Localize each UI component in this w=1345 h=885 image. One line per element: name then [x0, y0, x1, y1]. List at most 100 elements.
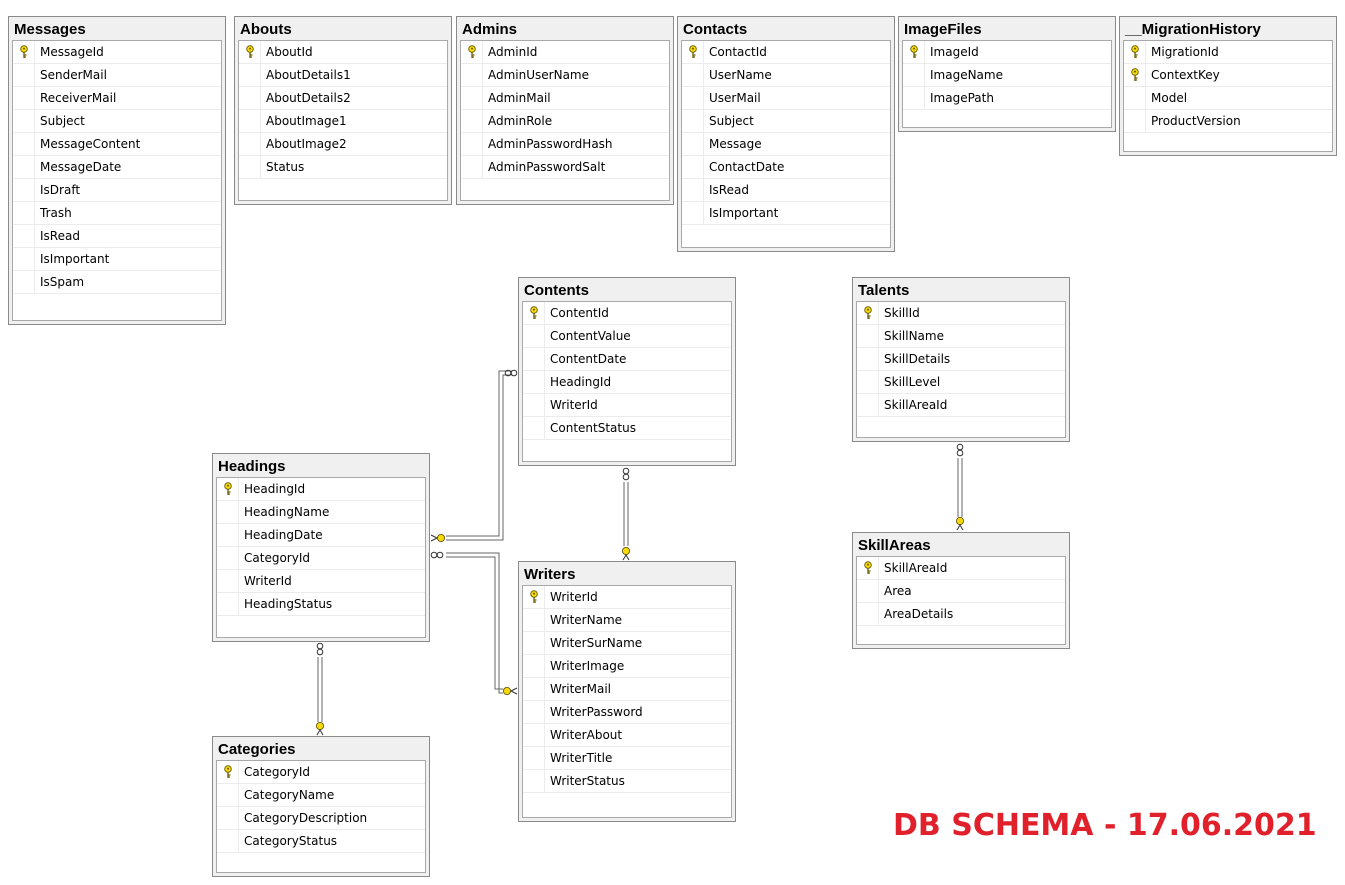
column-name: IsImportant: [709, 206, 779, 220]
column-row[interactable]: CategoryName: [217, 784, 425, 807]
column-row[interactable]: SkillAreaId: [857, 557, 1065, 580]
column-row[interactable]: WriterImage: [523, 655, 731, 678]
column-row[interactable]: CategoryStatus: [217, 830, 425, 853]
column-row[interactable]: CategoryDescription: [217, 807, 425, 830]
column-row[interactable]: Model: [1124, 87, 1332, 110]
column-row[interactable]: ContactId: [682, 41, 890, 64]
column-row[interactable]: MessageContent: [13, 133, 221, 156]
column-row[interactable]: IsRead: [13, 225, 221, 248]
column-row[interactable]: HeadingId: [523, 371, 731, 394]
column-row[interactable]: Subject: [682, 110, 890, 133]
column-row[interactable]: Status: [239, 156, 447, 179]
column-row[interactable]: ContentValue: [523, 325, 731, 348]
column-row[interactable]: IsDraft: [13, 179, 221, 202]
column-row[interactable]: ImageId: [903, 41, 1111, 64]
column-name: SenderMail: [40, 68, 107, 82]
column-row[interactable]: AboutDetails1: [239, 64, 447, 87]
column-row[interactable]: ImagePath: [903, 87, 1111, 110]
column-row[interactable]: MessageId: [13, 41, 221, 64]
column-row[interactable]: Message: [682, 133, 890, 156]
column-row[interactable]: Subject: [13, 110, 221, 133]
column-row[interactable]: AdminMail: [461, 87, 669, 110]
row-gutter: [682, 179, 704, 201]
column-row[interactable]: MessageDate: [13, 156, 221, 179]
column-name: ContextKey: [1151, 68, 1220, 82]
column-row[interactable]: ContentDate: [523, 348, 731, 371]
column-row[interactable]: AreaDetails: [857, 603, 1065, 626]
column-row[interactable]: WriterTitle: [523, 747, 731, 770]
column-row[interactable]: SkillDetails: [857, 348, 1065, 371]
column-row[interactable]: HeadingId: [217, 478, 425, 501]
row-gutter: [217, 593, 239, 615]
column-row[interactable]: SenderMail: [13, 64, 221, 87]
column-row[interactable]: HeadingStatus: [217, 593, 425, 616]
column-row[interactable]: AdminPasswordHash: [461, 133, 669, 156]
column-row[interactable]: WriterStatus: [523, 770, 731, 793]
column-row[interactable]: WriterId: [523, 394, 731, 417]
column-row[interactable]: ContextKey: [1124, 64, 1332, 87]
column-row[interactable]: SkillLevel: [857, 371, 1065, 394]
column-row[interactable]: WriterId: [217, 570, 425, 593]
column-row[interactable]: ImageName: [903, 64, 1111, 87]
column-row[interactable]: UserMail: [682, 87, 890, 110]
column-row[interactable]: IsRead: [682, 179, 890, 202]
column-row[interactable]: ContactDate: [682, 156, 890, 179]
column-row[interactable]: WriterId: [523, 586, 731, 609]
column-row[interactable]: WriterSurName: [523, 632, 731, 655]
row-gutter: [217, 524, 239, 546]
column-row[interactable]: AboutId: [239, 41, 447, 64]
column-row[interactable]: HeadingDate: [217, 524, 425, 547]
column-row[interactable]: AboutDetails2: [239, 87, 447, 110]
column-row[interactable]: ProductVersion: [1124, 110, 1332, 133]
column-row[interactable]: CategoryId: [217, 761, 425, 784]
column-row[interactable]: WriterAbout: [523, 724, 731, 747]
column-row[interactable]: AboutImage1: [239, 110, 447, 133]
row-gutter: [217, 807, 239, 829]
table-title: SkillAreas: [858, 537, 931, 554]
relation-writers-contents: [623, 482, 629, 546]
column-row[interactable]: SkillAreaId: [857, 394, 1065, 417]
column-row[interactable]: AboutImage2: [239, 133, 447, 156]
column-row[interactable]: ContentId: [523, 302, 731, 325]
column-row[interactable]: AdminUserName: [461, 64, 669, 87]
column-row[interactable]: IsImportant: [13, 248, 221, 271]
column-row[interactable]: IsSpam: [13, 271, 221, 294]
column-name: ImageId: [930, 45, 979, 59]
column-row[interactable]: Area: [857, 580, 1065, 603]
column-row[interactable]: WriterName: [523, 609, 731, 632]
column-row[interactable]: CategoryId: [217, 547, 425, 570]
column-row[interactable]: WriterMail: [523, 678, 731, 701]
column-name: AdminMail: [488, 91, 551, 105]
row-gutter: [239, 156, 261, 178]
column-row[interactable]: WriterPassword: [523, 701, 731, 724]
column-row[interactable]: UserName: [682, 64, 890, 87]
row-gutter: [217, 547, 239, 569]
column-row[interactable]: MigrationId: [1124, 41, 1332, 64]
column-row[interactable]: SkillId: [857, 302, 1065, 325]
column-row[interactable]: HeadingName: [217, 501, 425, 524]
key-endpoint-icon: [315, 722, 324, 736]
row-gutter: [523, 371, 545, 393]
column-row[interactable]: ContentStatus: [523, 417, 731, 440]
column-row[interactable]: AdminRole: [461, 110, 669, 133]
column-row[interactable]: IsImportant: [682, 202, 890, 225]
column-row[interactable]: AdminPasswordSalt: [461, 156, 669, 179]
column-row[interactable]: ReceiverMail: [13, 87, 221, 110]
column-row[interactable]: Trash: [13, 202, 221, 225]
column-row[interactable]: AdminId: [461, 41, 669, 64]
relation-contents-headings: [446, 370, 512, 541]
column-row[interactable]: SkillName: [857, 325, 1065, 348]
